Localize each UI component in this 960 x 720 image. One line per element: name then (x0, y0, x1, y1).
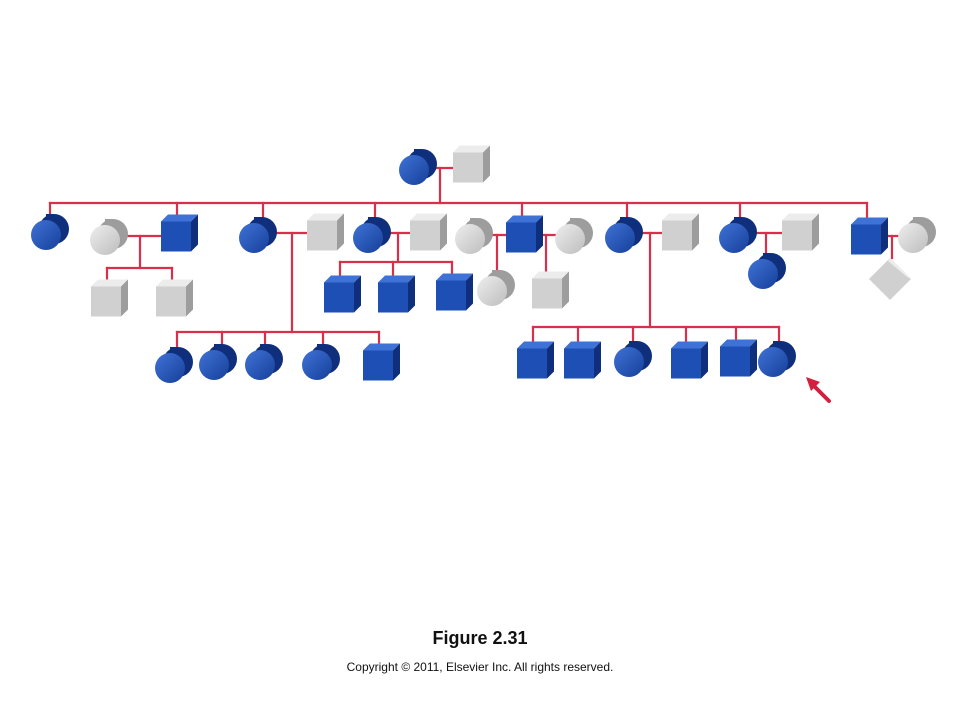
gen3-male-unaffected-2 (156, 279, 193, 317)
individuals (31, 145, 936, 383)
proband-arrow-layer (806, 377, 831, 403)
figure-title: Figure 2.31 (432, 628, 528, 648)
gen2-spouse-male-unaffected-5 (662, 213, 699, 251)
gen2-male-affected-1 (161, 214, 198, 252)
gen2-spouse-male-unaffected-2 (307, 213, 344, 251)
gen2-female-affected-2 (239, 217, 277, 253)
gen4-female-affected-1 (155, 347, 193, 383)
gen4-male-affected-4 (671, 341, 708, 379)
gen4-male-affected-2 (517, 341, 554, 379)
gen2-spouse-female-unaffected-1 (90, 219, 128, 255)
gen3-male-affected-3 (436, 273, 473, 311)
gen4-female-affected-5 (614, 341, 652, 377)
pedigree-chart (31, 145, 936, 403)
gen2-female-affected-1 (31, 214, 69, 250)
gen3-female-unaffected-1 (477, 270, 515, 306)
proband-arrow-head (806, 377, 820, 391)
gen3-unspecified-unaffected (869, 258, 911, 300)
gen1-male-unaffected (453, 145, 490, 183)
gen2-spouse-female-unaffected-4 (455, 218, 493, 254)
gen4-female-affected-4 (302, 344, 340, 380)
gen2-spouse-male-unaffected-3 (410, 213, 447, 251)
gen2-spouse-female-unaffected-5 (555, 218, 593, 254)
gen2-female-affected-5 (605, 217, 643, 253)
gen3-male-unaffected-3 (532, 271, 569, 309)
gen2-female-affected-3 (353, 217, 391, 253)
gen3-female-affected-1 (748, 253, 786, 289)
gen2-spouse-female-unaffected-7 (898, 217, 936, 253)
gen3-male-affected-2 (378, 275, 415, 313)
gen4-male-affected-1 (363, 343, 400, 381)
gen2-spouse-male-unaffected-6 (782, 213, 819, 251)
copyright-notice: Copyright © 2011, Elsevier Inc. All righ… (346, 660, 614, 674)
gen3-male-unaffected-1 (91, 279, 128, 317)
gen2-male-affected-4 (506, 215, 543, 253)
gen4-female-affected-3 (245, 344, 283, 380)
gen2-female-affected-6 (719, 217, 757, 253)
gen2-male-affected-7 (851, 217, 888, 255)
gen1-female-affected (399, 149, 437, 185)
gen4-female-affected-2 (199, 344, 237, 380)
gen4-male-affected-3 (564, 341, 601, 379)
gen4-female-affected-6 (758, 341, 796, 377)
gen4-male-affected-5 (720, 339, 757, 377)
gen3-male-affected-1 (324, 275, 361, 313)
